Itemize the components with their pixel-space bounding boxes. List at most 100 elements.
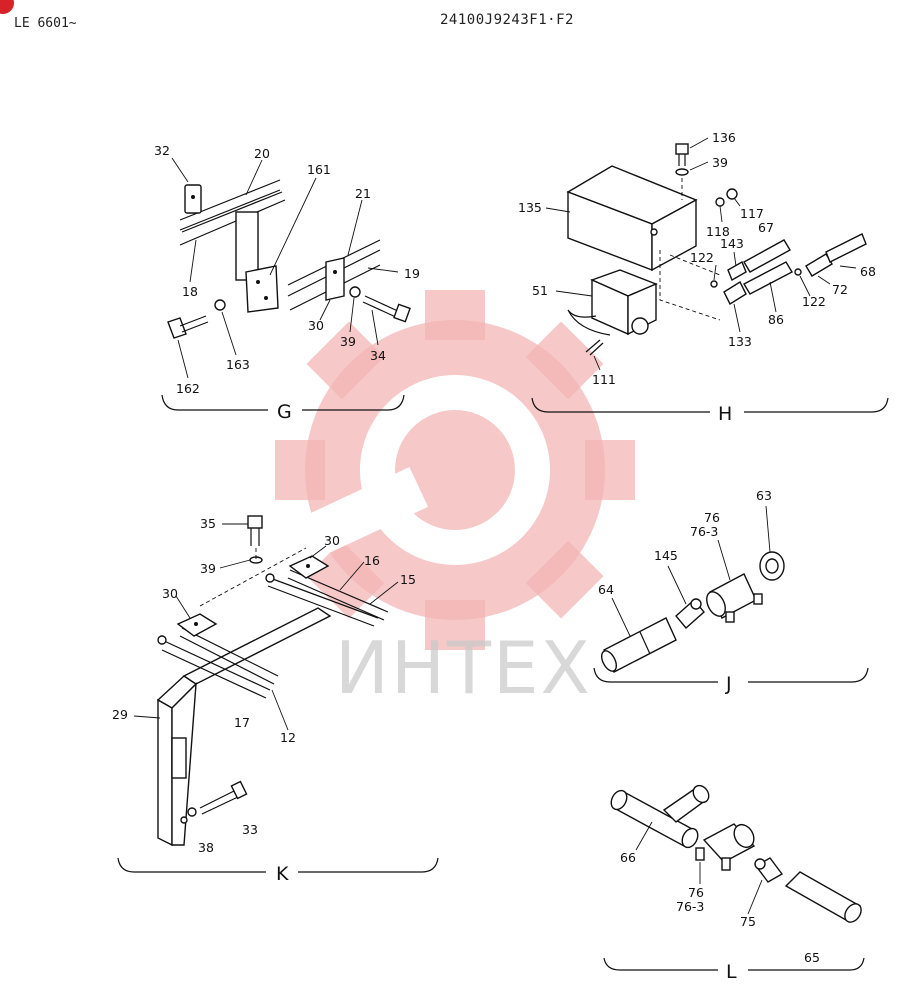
callout-162: 162	[176, 381, 200, 396]
part-122-oring-b	[794, 268, 802, 276]
part-122-oring-a	[710, 280, 718, 288]
callout-133: 133	[728, 334, 752, 349]
callout-29: 29	[112, 707, 128, 722]
part-34-bolt	[362, 295, 411, 323]
section-k-letter: K	[276, 863, 289, 885]
callout-19: 19	[404, 266, 420, 281]
callout-135: 135	[518, 200, 542, 215]
part-39-washer-h	[675, 168, 689, 176]
section-h-bracket: H	[531, 397, 889, 425]
section-h-dashed	[659, 178, 721, 321]
callout-39-k: 39	[200, 561, 216, 576]
section-l-leaders	[635, 821, 763, 915]
part-63-ring	[759, 551, 785, 581]
callout-17: 17	[234, 715, 250, 730]
section-g-leaders	[171, 157, 399, 379]
section-k: 35 30 39 16 15 30 29 17 12 33 38 K	[112, 515, 439, 885]
section-j: 76 76-3 63 145 64 J	[593, 488, 869, 695]
part-133-fitting	[723, 280, 747, 306]
section-j-leaders	[611, 505, 771, 637]
part-35-bolt	[247, 515, 263, 546]
part-20-plate	[184, 184, 202, 214]
part-161-bracket	[235, 211, 279, 313]
part-111-screw	[585, 339, 604, 356]
section-l-letter: L	[726, 961, 737, 983]
part-29-frame	[156, 607, 332, 847]
part-68-hose	[825, 233, 867, 263]
callout-111: 111	[592, 372, 616, 387]
callout-51: 51	[532, 283, 548, 298]
part-16-shaft	[265, 573, 379, 627]
section-j-letter: J	[725, 673, 732, 695]
callout-67: 67	[758, 220, 774, 235]
callout-86: 86	[768, 312, 784, 327]
section-l: 66 76 76-3 75 65 L	[603, 784, 865, 983]
callout-64: 64	[598, 582, 614, 597]
part-66-tee	[610, 784, 710, 849]
callout-145: 145	[654, 548, 678, 563]
watermark-logo: ИНТЕХ	[273, 290, 635, 710]
callout-118: 118	[706, 224, 730, 239]
part-86-hose	[743, 261, 793, 295]
part-38-washer	[187, 807, 197, 817]
section-h: 136 39 135 117 118 67 143 122 51 68 72 1…	[518, 130, 889, 425]
callout-136: 136	[712, 130, 736, 145]
section-g-bracket: G	[161, 394, 405, 423]
section-h-letter: H	[718, 403, 732, 425]
callout-161: 161	[307, 162, 331, 177]
callout-72: 72	[832, 282, 848, 297]
callout-30-k-right: 30	[324, 533, 340, 548]
callout-30: 30	[308, 318, 324, 333]
callout-21: 21	[355, 186, 371, 201]
callout-68: 68	[860, 264, 876, 279]
part-30-clamp-right	[288, 555, 330, 579]
callout-35: 35	[200, 516, 216, 531]
section-j-bracket: J	[593, 667, 869, 695]
callout-66: 66	[620, 850, 636, 865]
part-136-bolt	[675, 143, 689, 166]
part-12-shaft	[179, 627, 279, 685]
callout-38: 38	[198, 840, 214, 855]
section-j-labels: 76 76-3 63 145 64	[598, 488, 772, 597]
callout-15: 15	[400, 572, 416, 587]
callout-63: 63	[756, 488, 772, 503]
part-17-shaft	[157, 635, 271, 699]
callout-32: 32	[154, 143, 170, 158]
part-33-bolt	[199, 780, 248, 815]
section-l-labels: 66 76 76-3 75 65	[620, 850, 820, 965]
part-145-fitting	[675, 598, 705, 630]
callout-30-k-left: 30	[162, 586, 178, 601]
section-g-labels: 32 20 161 21 18 19 30 39 34 162 163	[154, 143, 420, 396]
part-135-cover	[566, 165, 698, 272]
part-67-hose	[743, 239, 791, 273]
callout-20: 20	[254, 146, 270, 161]
part-65-tube	[784, 871, 862, 923]
callout-12: 12	[280, 730, 296, 745]
callout-163: 163	[226, 357, 250, 372]
part-75-fitting	[754, 857, 784, 883]
part-162-bolt	[167, 315, 209, 339]
callout-39: 39	[340, 334, 356, 349]
section-k-bracket: K	[117, 857, 439, 885]
callout-76-j: 76	[704, 510, 720, 525]
callout-65: 65	[804, 950, 820, 965]
part-39-washer-g	[349, 286, 361, 298]
callout-122-a: 122	[690, 250, 714, 265]
part-76-clamp-l	[695, 823, 756, 871]
callout-39-h: 39	[712, 155, 728, 170]
part-76-clamp	[706, 573, 763, 623]
section-h-labels: 136 39 135 117 118 67 143 122 51 68 72 1…	[518, 130, 876, 387]
section-g: 32 20 161 21 18 19 30 39 34 162 163 G	[154, 143, 420, 423]
document-number: 24100J9243F1·F2	[440, 12, 574, 28]
callout-16: 16	[364, 553, 380, 568]
section-k-leaders	[133, 523, 399, 731]
part-117-nut	[726, 188, 738, 200]
part-118-washer	[715, 197, 725, 207]
part-30-clamp	[325, 257, 345, 301]
watermark-text: ИНТЕХ	[335, 626, 592, 710]
part-64-tube	[600, 617, 677, 673]
section-l-bracket: L	[603, 957, 865, 983]
callout-76-3-l: 76-3	[676, 899, 704, 914]
section-k-dashed	[199, 547, 307, 607]
